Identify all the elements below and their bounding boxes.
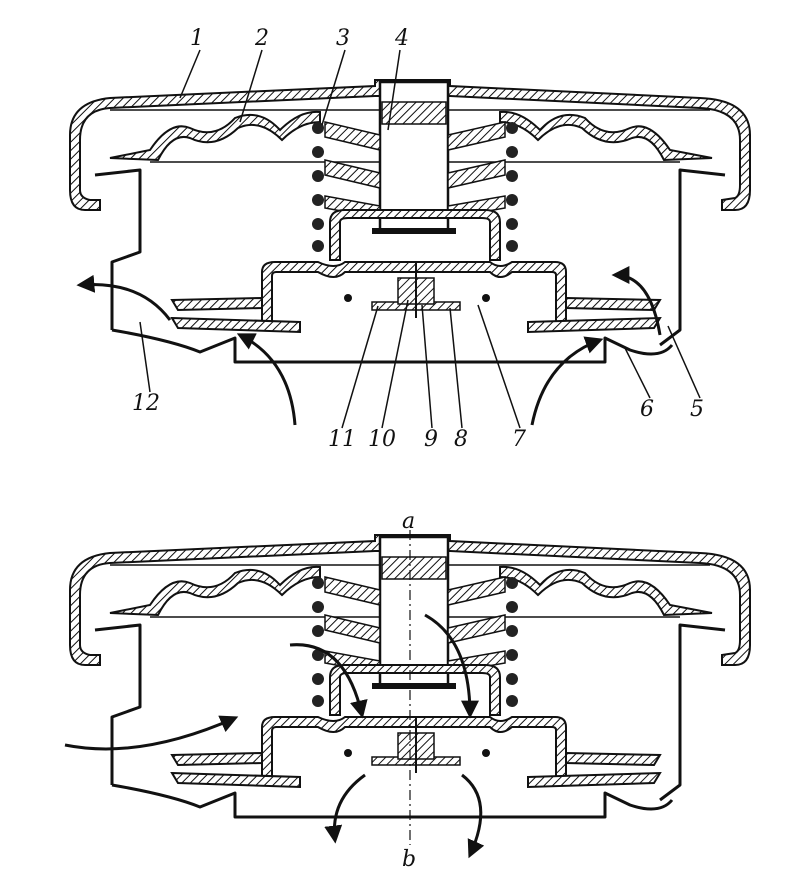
label-6: 6: [640, 397, 654, 422]
flow-arrow-out-left: [324, 773, 366, 844]
top-cap-section: 1 2 3 4 5 6 7 8 9 10 11 12: [68, 26, 752, 452]
label-a: a: [402, 509, 415, 534]
label-9: 9: [424, 427, 438, 452]
flow-arrow-left-out: [76, 274, 172, 321]
flow-arrow-down-left: [289, 643, 368, 719]
flow-arrow-right-out: [611, 266, 662, 336]
label-8: 8: [454, 427, 468, 452]
label-b: b: [402, 847, 416, 872]
label-4: 4: [394, 26, 409, 51]
flow-arrow-inlet: [64, 715, 239, 751]
flow-arrow-left-in: [236, 333, 297, 426]
label-11: 11: [328, 427, 356, 452]
flow-arrow-out-right: [461, 773, 485, 859]
label-12: 12: [132, 391, 160, 416]
bottom-cap-section: a b: [64, 509, 752, 872]
flow-arrow-down-right: [424, 613, 479, 719]
label-2: 2: [254, 26, 269, 51]
leader-lines-top: [139, 49, 701, 429]
label-5: 5: [690, 397, 704, 422]
label-10: 10: [368, 427, 396, 452]
label-3: 3: [336, 26, 350, 51]
flow-arrow-right-in: [530, 336, 604, 426]
label-7: 7: [512, 427, 526, 452]
label-1: 1: [190, 26, 204, 51]
